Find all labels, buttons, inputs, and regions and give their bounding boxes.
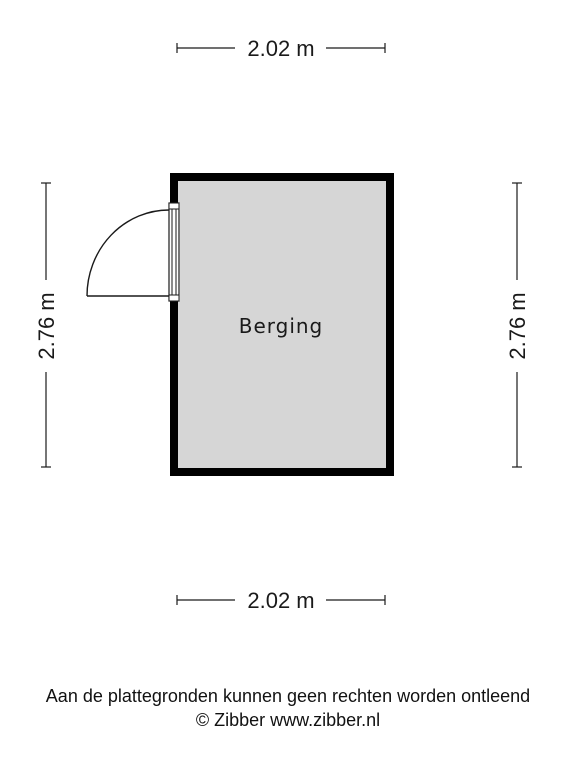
dimension-bottom-label: 2.02 m — [247, 588, 314, 613]
dimension-top: 2.02 m — [176, 36, 386, 61]
room-berging: Berging — [170, 173, 394, 476]
door-swing-arc — [86, 209, 170, 297]
door — [86, 202, 180, 302]
dimension-left-label: 2.76 m — [34, 292, 59, 359]
door-frame — [168, 202, 180, 302]
disclaimer-text: Aan de plattegronden kunnen geen rechten… — [45, 686, 531, 706]
room-floor — [178, 181, 386, 468]
dimension-right: 2.76 m — [505, 182, 530, 468]
dimension-left: 2.76 m — [34, 182, 59, 468]
door-jamb-top — [168, 202, 180, 210]
dimension-right-label: 2.76 m — [505, 292, 530, 359]
dimension-top-label: 2.02 m — [247, 36, 314, 61]
dimension-bottom: 2.02 m — [176, 588, 386, 613]
door-jamb-bottom — [168, 294, 180, 302]
room-label: Berging — [239, 314, 324, 338]
copyright-text: © Zibber www.zibber.nl — [195, 710, 381, 730]
